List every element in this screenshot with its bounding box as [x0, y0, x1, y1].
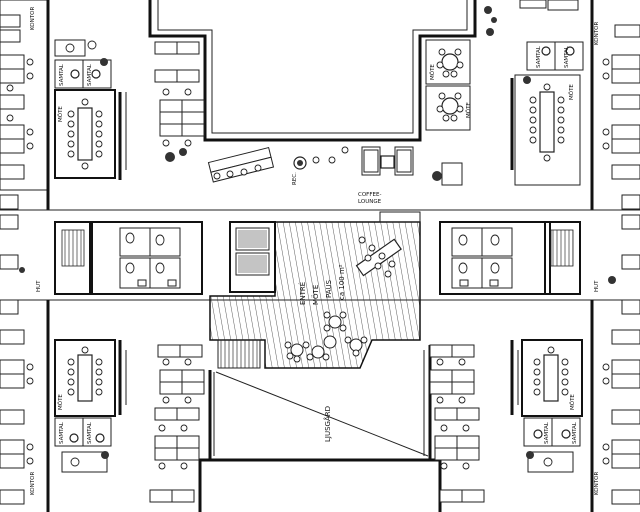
left-top-wing: KONTOR MÖTE SAMTAL SAMTAL	[0, 0, 205, 210]
coffee-label-1: COFFEE-	[358, 192, 381, 198]
mote-label-tr-2: MÖTE	[465, 102, 472, 118]
desk-cluster-tl	[154, 41, 205, 162]
samtal-label-br-2: SAMTAL	[572, 421, 578, 444]
mote-label-bl: MÖTE	[57, 394, 64, 410]
samtal-label-bl-2: SAMTAL	[87, 421, 93, 444]
area-label: ca 100 m²	[338, 264, 346, 300]
desk-cluster-bl2	[149, 344, 205, 503]
desk-cluster-br	[429, 344, 485, 503]
hut-label-right: HUT	[594, 280, 600, 292]
ljusgard-label: LJUSGÅRD	[323, 406, 332, 442]
top-atrium	[148, 0, 477, 142]
samtal-label-br-1: SAMTAL	[544, 421, 550, 444]
kontor-label-bl: KONTOR	[30, 472, 36, 495]
desk-cluster-left	[0, 14, 34, 180]
hut-label-left: HUT	[36, 280, 42, 292]
right-top-wing: MÖTE MÖTE MÖTE SAMTAL SAMTAL KONTOR	[425, 0, 640, 210]
samtal-label-tl-1: SAMTAL	[59, 63, 65, 86]
meeting-room-br: MÖTE	[521, 339, 583, 417]
samtal-rooms-bl: SAMTAL SAMTAL	[54, 417, 112, 473]
samtal-label-tl-2: SAMTAL	[87, 63, 93, 86]
samtal-label-bl-1: SAMTAL	[59, 421, 65, 444]
coffee-label-2: LOUNGE	[358, 199, 382, 205]
desk-cluster-right	[602, 24, 640, 180]
mote-label-tr-3: MÖTE	[568, 84, 575, 100]
reception-area: REC. COFFEE- LOUNGE	[207, 146, 463, 205]
rec-label: REC.	[292, 172, 298, 185]
desk-cluster-br2	[602, 329, 640, 505]
ljusgard-atrium: LJUSGÅRD	[198, 345, 442, 512]
meeting-room-tr: MÖTE	[510, 74, 581, 186]
mote-label-br: MÖTE	[569, 394, 576, 410]
entre-label: ENTRÉ	[298, 282, 307, 305]
kontor-label-tl: KONTOR	[30, 7, 36, 30]
kontor-label-tr: KONTOR	[594, 22, 600, 45]
paus-label: PAUS	[325, 279, 333, 298]
desk-cluster-bl	[0, 329, 34, 505]
meeting-room-tl: MÖTE	[54, 89, 116, 179]
mote-label-tr-1: MÖTE	[429, 64, 436, 80]
mote-label-tl: MÖTE	[57, 106, 64, 122]
side-rooms-left	[0, 194, 25, 315]
kontor-label-br: KONTOR	[594, 472, 600, 495]
samtal-rooms-tr: SAMTAL SAMTAL	[523, 41, 584, 84]
mote-label-center: MÖTE	[311, 285, 320, 305]
right-bottom-wing: MÖTE SAMTAL SAMTAL KONTOR	[429, 300, 640, 512]
samtal-label-tr-1: SAMTAL	[536, 45, 542, 68]
entre-paus-zone: ENTRÉ MÖTE PAUS ca 100 m²	[209, 211, 421, 369]
left-bottom-wing: KONTOR MÖTE SAMTAL SAMTAL	[0, 300, 205, 512]
samtal-rooms-br: SAMTAL SAMTAL	[523, 417, 581, 473]
side-rooms-right	[608, 194, 640, 315]
meeting-room-bl: MÖTE	[54, 339, 116, 417]
central-core: HUT HUT	[0, 209, 640, 301]
samtal-rooms-tl: SAMTAL SAMTAL	[54, 39, 112, 89]
samtal-label-tr-2: SAMTAL	[564, 45, 570, 68]
coffee-lounge-furniture	[361, 146, 414, 176]
